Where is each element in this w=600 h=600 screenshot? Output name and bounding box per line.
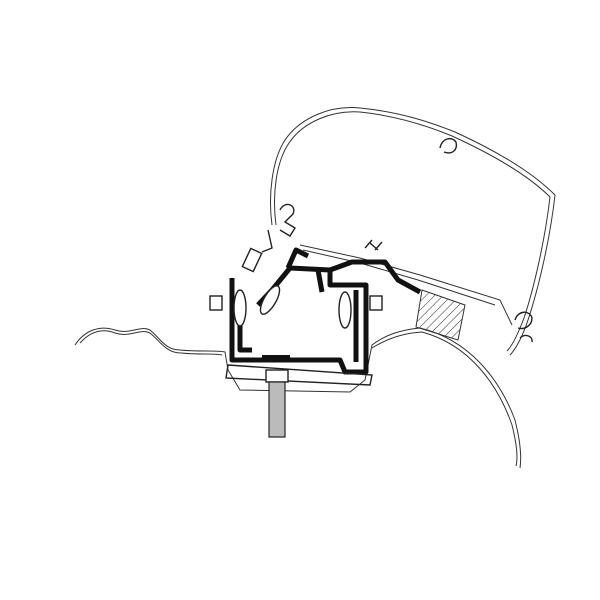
left-clamp-bolt <box>209 247 281 327</box>
vehicle-roof-contour <box>74 327 522 469</box>
right-clamp-bolt <box>338 291 383 329</box>
mounting-bolt <box>265 369 289 438</box>
awning-case <box>261 107 556 356</box>
hatched-seal-block <box>415 289 466 341</box>
adapter-bracket <box>225 247 422 386</box>
